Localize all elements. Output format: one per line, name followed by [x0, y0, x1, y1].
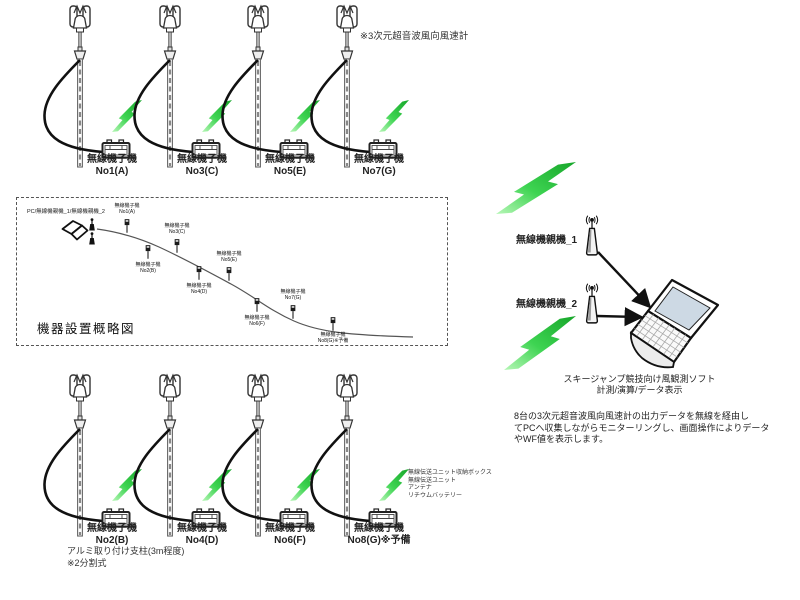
unit-label-no2: 無線機子機 No2(B)	[87, 523, 137, 546]
lightning-bolt-icon-top	[496, 162, 576, 214]
unit-label-no7: 無線機子機 No7(G)	[354, 154, 404, 177]
lightning-bolt-icon-bottom	[504, 316, 576, 370]
radio-link-arrows	[596, 251, 652, 327]
parent-radio-2-label: 無線機親機_2	[516, 299, 578, 310]
unit-label-no4: 無線機子機 No4(D)	[177, 523, 227, 546]
pole-note-line2: ※2分割式	[67, 558, 107, 568]
schematic-title: 機器設置概略図	[37, 322, 136, 336]
software-caption: スキージャンプ競技向け風観測ソフト 計測/演算/データ表示	[563, 374, 716, 395]
parent-radio-1-label: 無線機親機_1	[516, 235, 578, 246]
unit-label-no8: 無線機子機 No8(G)※予備	[347, 523, 411, 546]
transmitter-parts-note: 無線伝送ユニット収納ボックス 無線伝送ユニット アンテナ リチウムバッテリー	[408, 470, 492, 499]
anemometer-unit-8	[307, 371, 437, 538]
unit-label-no3: 無線機子機 No3(C)	[177, 154, 227, 177]
anemometer-note: ※3次元超音波風向風速計	[360, 31, 469, 42]
laptop-icon	[629, 278, 720, 369]
anemometer-unit-7	[307, 2, 437, 169]
unit-label-no1: 無線機子機 No1(A)	[87, 154, 137, 177]
mini-antenna-icon-2	[88, 232, 96, 245]
system-description: 8台の3次元超音波風向風速計の出力データを無線を経由し てPCへ収集しながらモニ…	[514, 411, 770, 444]
mini-antenna-icon-1	[88, 218, 96, 231]
mini-laptop-icon	[61, 220, 89, 242]
unit-label-no6: 無線機子機 No6(F)	[265, 523, 315, 546]
pole-note-line1: アルミ取り付け支柱(3m程度)	[67, 546, 185, 556]
unit-label-no5: 無線機子機 No5(E)	[265, 154, 315, 177]
schematic-pc-label: PC/無線機親機_1/無線機親機_2	[27, 209, 105, 215]
slope-curve	[96, 219, 414, 338]
